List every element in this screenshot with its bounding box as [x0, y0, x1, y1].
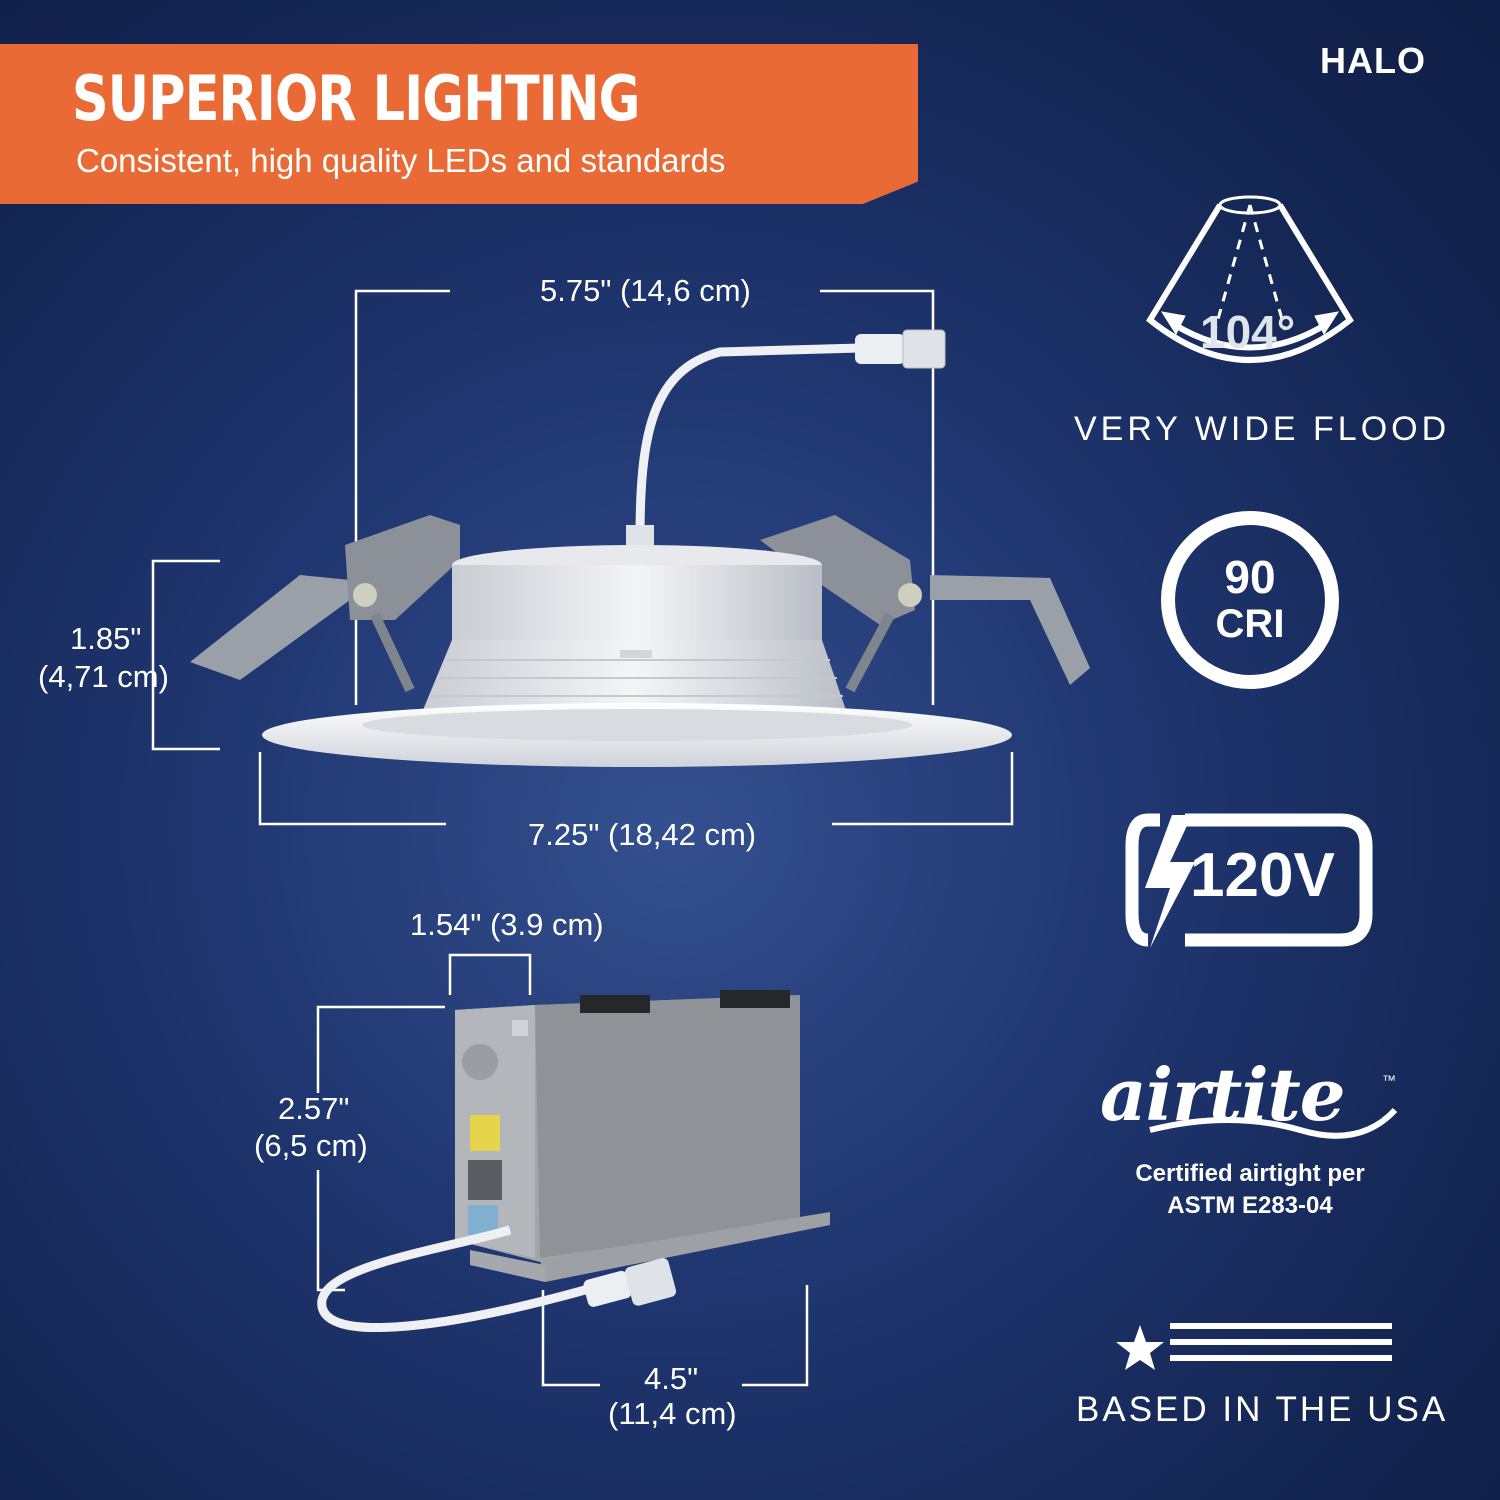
junction-box-dimension-lines — [316, 953, 809, 1387]
airtite-swoosh-icon — [1149, 1107, 1398, 1139]
downlight-height-label-1: 1.85" — [70, 621, 142, 656]
junction-box-height-label-1: 2.57" — [278, 1091, 350, 1126]
beam-angle-icon — [1146, 195, 1354, 363]
cri-label: CRI — [1215, 602, 1285, 646]
usa-label: BASED IN THE USA — [1076, 1390, 1449, 1429]
cri-value: 90 — [1224, 551, 1276, 603]
junction-box-height-label-2: (6,5 cm) — [254, 1128, 368, 1163]
junction-box-drawing — [317, 990, 830, 1333]
downlight-height-label-2: (4,71 cm) — [38, 659, 169, 694]
junction-box-length-label-2: (11,4 cm) — [608, 1396, 737, 1431]
junction-box-length-label-1: 4.5" — [644, 1361, 699, 1396]
airtite-cert-line-1: Certified airtight per — [1135, 1160, 1365, 1187]
headline: SUPERIOR LIGHTING — [72, 62, 640, 135]
subheadline: Consistent, high quality LEDs and standa… — [76, 142, 726, 179]
voltage-value: 120V — [1190, 841, 1335, 910]
cri-badge-icon — [1161, 511, 1339, 689]
airtite-logo: airtite — [1100, 1052, 1346, 1137]
headline-banner — [0, 44, 918, 204]
airtite-trademark: ™ — [1382, 1072, 1396, 1088]
downlight-drawing — [190, 329, 1090, 767]
junction-box-depth-label: 1.54" (3.9 cm) — [410, 907, 604, 942]
airtite-cert-line-2: ASTM E283-04 — [1167, 1192, 1333, 1219]
lightning-bolt-icon — [1145, 815, 1195, 948]
beam-angle-label: VERY WIDE FLOOD — [1074, 410, 1451, 448]
downlight-top-width-label: 5.75" (14,6 cm) — [540, 273, 751, 308]
voltage-icon — [1125, 813, 1373, 947]
brand-logo: HALO — [1320, 40, 1426, 81]
usa-flag-icon — [1116, 1323, 1392, 1370]
beam-angle-value: 104° — [1200, 306, 1296, 358]
downlight-bottom-width-label: 7.25" (18,42 cm) — [528, 817, 757, 852]
